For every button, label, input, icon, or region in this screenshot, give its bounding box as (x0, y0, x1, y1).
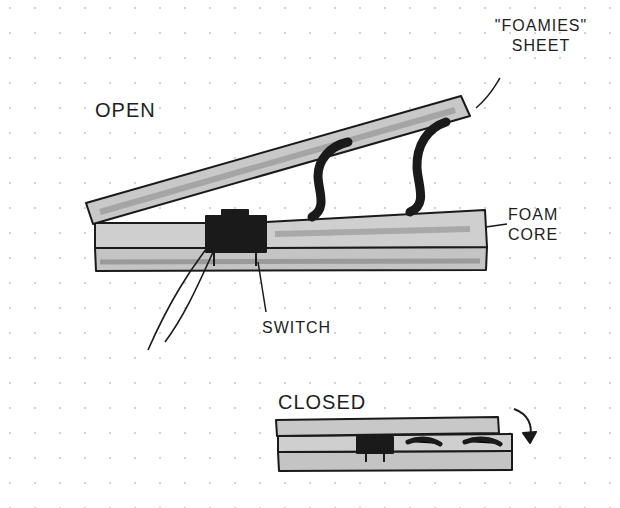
part-label: "FOAMIES" SHEET (476, 16, 606, 56)
part-label: SWITCH (262, 318, 372, 338)
state-heading: OPEN (95, 98, 215, 123)
closed-assembly (276, 409, 536, 471)
part-label: FOAM CORE (508, 205, 588, 245)
open-assembly (86, 96, 487, 350)
state-heading: CLOSED (278, 390, 418, 415)
leader-lines (258, 78, 507, 312)
